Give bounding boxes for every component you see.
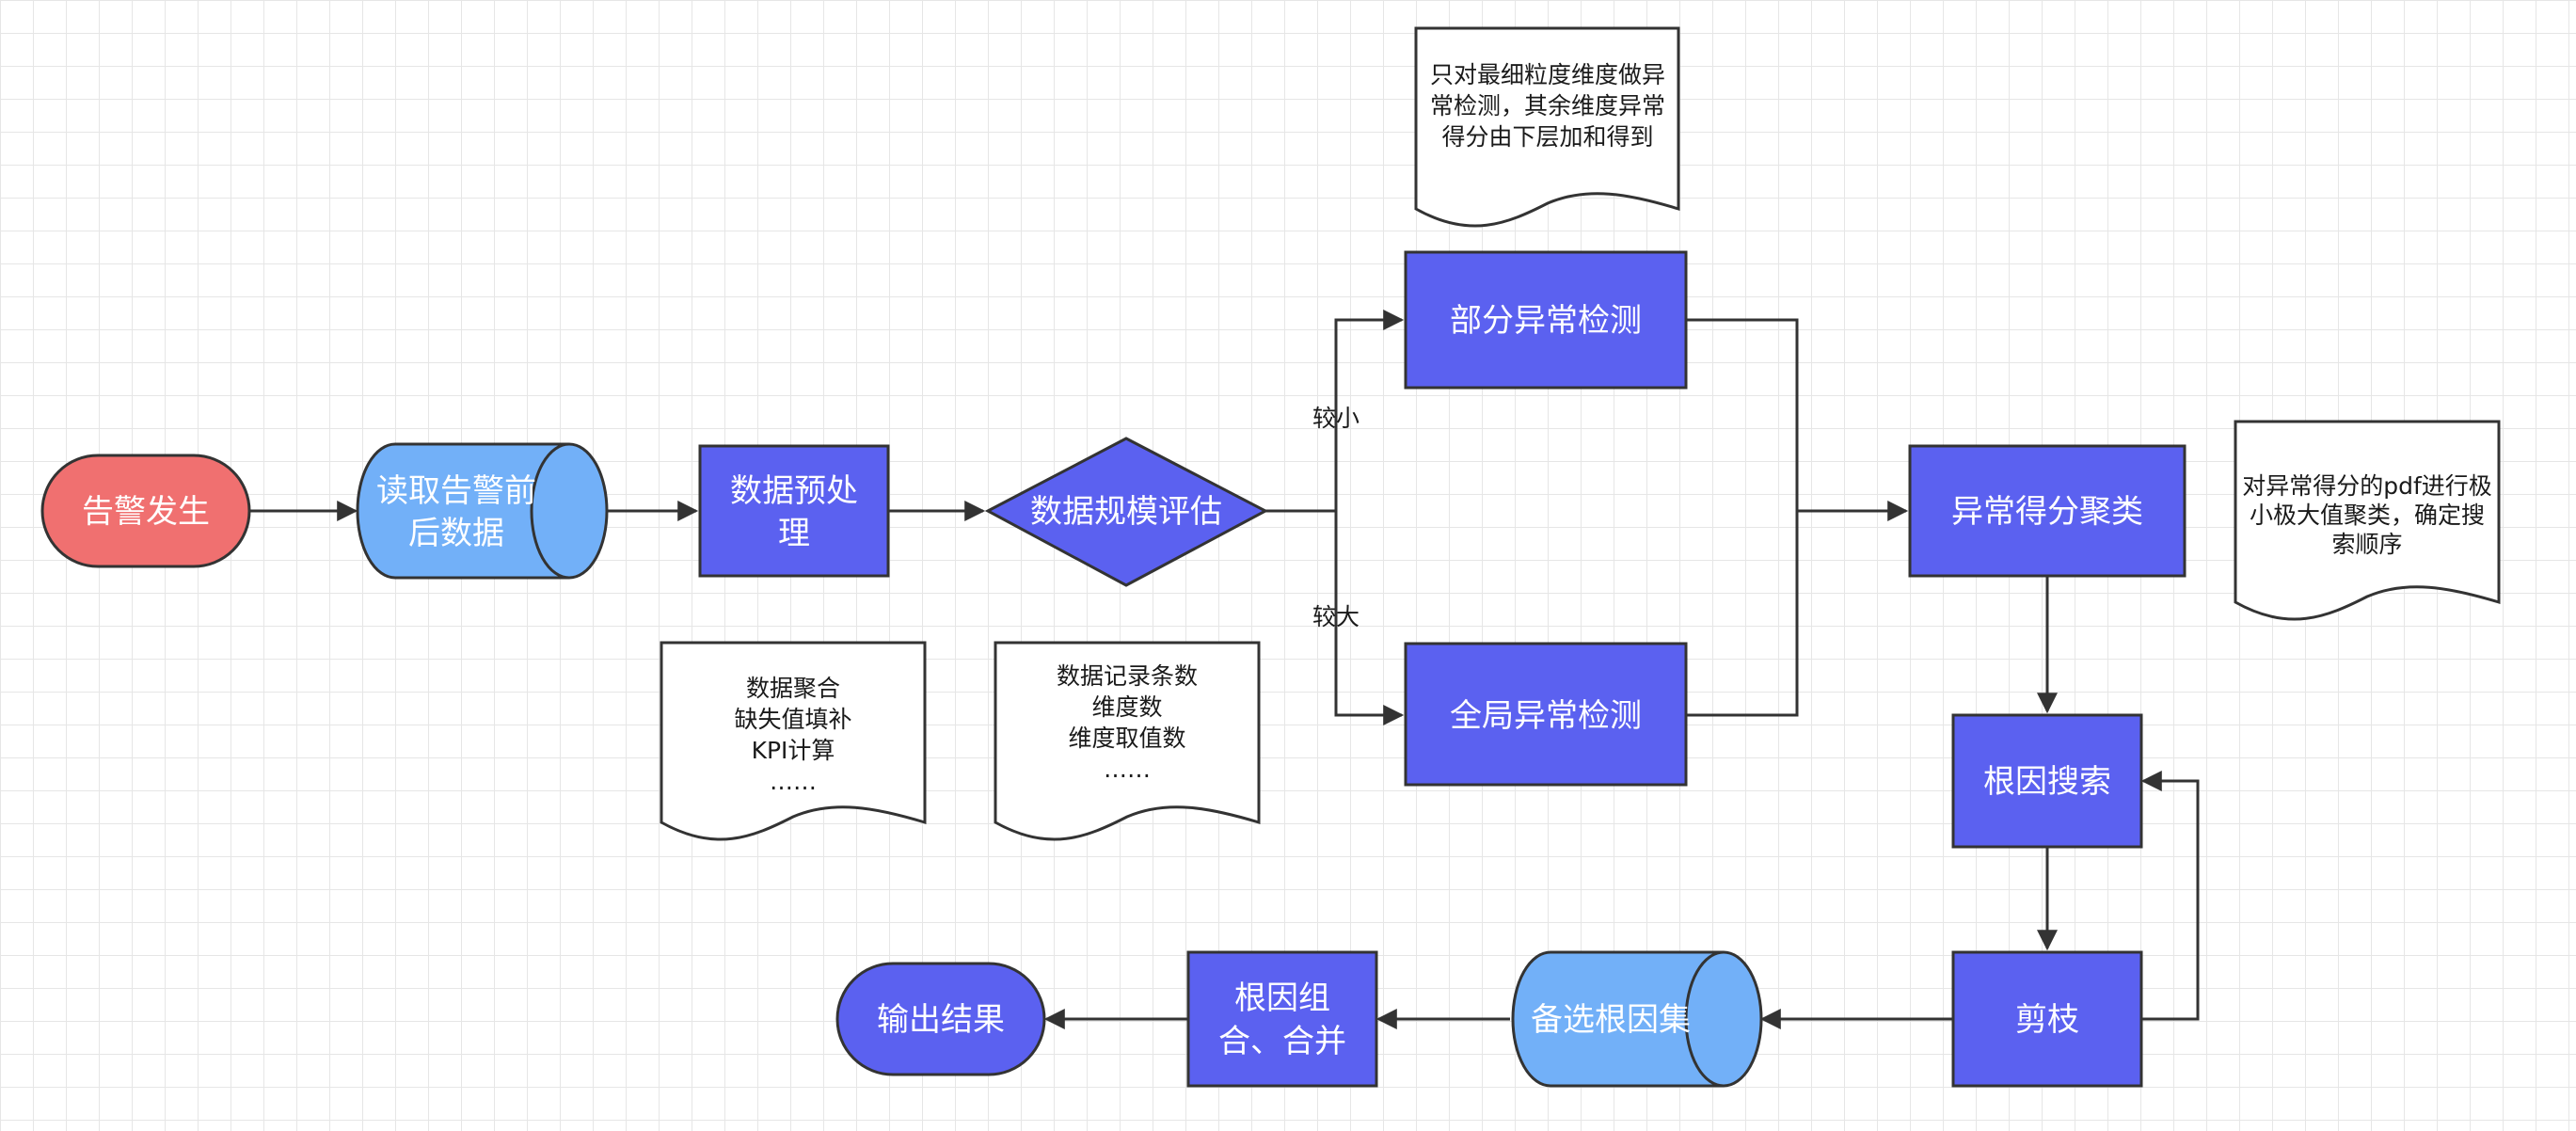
node-preprocess-label-2: 理	[778, 515, 810, 552]
node-scale-eval[interactable]: 数据规模评估	[984, 437, 1269, 587]
node-output[interactable]: 输出结果	[835, 962, 1046, 1076]
node-partial-detect[interactable]: 部分异常检测	[1404, 250, 1688, 390]
node-global-detect[interactable]: 全局异常检测	[1404, 642, 1688, 787]
node-combine-label-1: 根因组	[1234, 980, 1330, 1017]
note-scale-line-3: 维度取值数	[1068, 725, 1185, 752]
note-cluster: 对异常得分的pdf进行极 小极大值聚类，确定搜 索顺序	[2234, 420, 2501, 621]
node-combine[interactable]: 根因组 合、合并	[1186, 950, 1378, 1088]
note-cluster-line-3: 索顺序	[2331, 531, 2402, 558]
edge-label-larger: 较大	[1312, 603, 1360, 630]
note-preprocess-line-2: 缺失值填补	[734, 706, 851, 733]
note-cluster-line-2: 小极大值聚类，确定搜	[2250, 502, 2485, 529]
edge-partial-to-cluster	[1686, 318, 1799, 511]
edge-eval-to-partial	[1265, 310, 1405, 513]
note-preprocess: 数据聚合 缺失值填补 KPI计算 ……	[660, 641, 927, 841]
note-scale-line-2: 维度数	[1091, 693, 1162, 721]
node-cluster-label: 异常得分聚类	[1951, 493, 2143, 531]
note-scale-line-4: ……	[1104, 756, 1151, 783]
node-partial-detect-label: 部分异常检测	[1450, 302, 1642, 340]
node-read-data[interactable]: 读取告警前 后数据	[356, 442, 609, 580]
note-partial: 只对最细粒度维度做异 常检测，其余维度异常 得分由下层加和得到	[1414, 26, 1680, 228]
node-prune[interactable]: 剪枝	[1951, 950, 2143, 1088]
node-cluster[interactable]: 异常得分聚类	[1908, 444, 2186, 578]
node-alarm[interactable]: 告警发生	[40, 454, 251, 568]
note-partial-line-1: 只对最细粒度维度做异	[1430, 61, 1665, 88]
node-root-search[interactable]: 根因搜索	[1951, 713, 2143, 849]
note-scale: 数据记录条数 维度数 维度取值数 ……	[994, 641, 1261, 841]
node-global-detect-label: 全局异常检测	[1450, 697, 1642, 735]
node-candidates-label: 备选根因集	[1531, 1001, 1691, 1039]
note-cluster-line-1: 对异常得分的pdf进行极	[2242, 472, 2492, 500]
note-preprocess-line-3: KPI计算	[752, 737, 835, 764]
note-partial-line-3: 得分由下层加和得到	[1441, 123, 1653, 151]
edge-global-to-cluster	[1686, 511, 1799, 717]
note-partial-line-2: 常检测，其余维度异常	[1430, 92, 1665, 119]
node-root-search-label: 根因搜索	[1983, 763, 2111, 801]
edge-label-smaller: 较小	[1312, 405, 1360, 432]
node-read-data-label-1: 读取告警前	[376, 472, 536, 510]
edge-prune-loop-to-search	[2140, 771, 2200, 1021]
node-combine-label-2: 合、合并	[1218, 1023, 1346, 1060]
node-read-data-label-2: 后数据	[408, 515, 504, 552]
edge-eval-to-global	[1334, 511, 1405, 725]
node-candidates[interactable]: 备选根因集	[1511, 950, 1763, 1088]
node-alarm-label: 告警发生	[82, 493, 210, 531]
note-scale-line-1: 数据记录条数	[1057, 662, 1198, 690]
node-prune-label: 剪枝	[2015, 1001, 2079, 1039]
note-preprocess-line-4: ……	[770, 768, 817, 795]
node-output-label: 输出结果	[877, 1001, 1005, 1039]
node-preprocess-label-1: 数据预处	[730, 472, 858, 510]
node-preprocess[interactable]: 数据预处 理	[698, 444, 890, 578]
note-preprocess-line-1: 数据聚合	[746, 675, 840, 702]
node-scale-eval-label: 数据规模评估	[1030, 493, 1222, 531]
edges	[249, 310, 2200, 1029]
